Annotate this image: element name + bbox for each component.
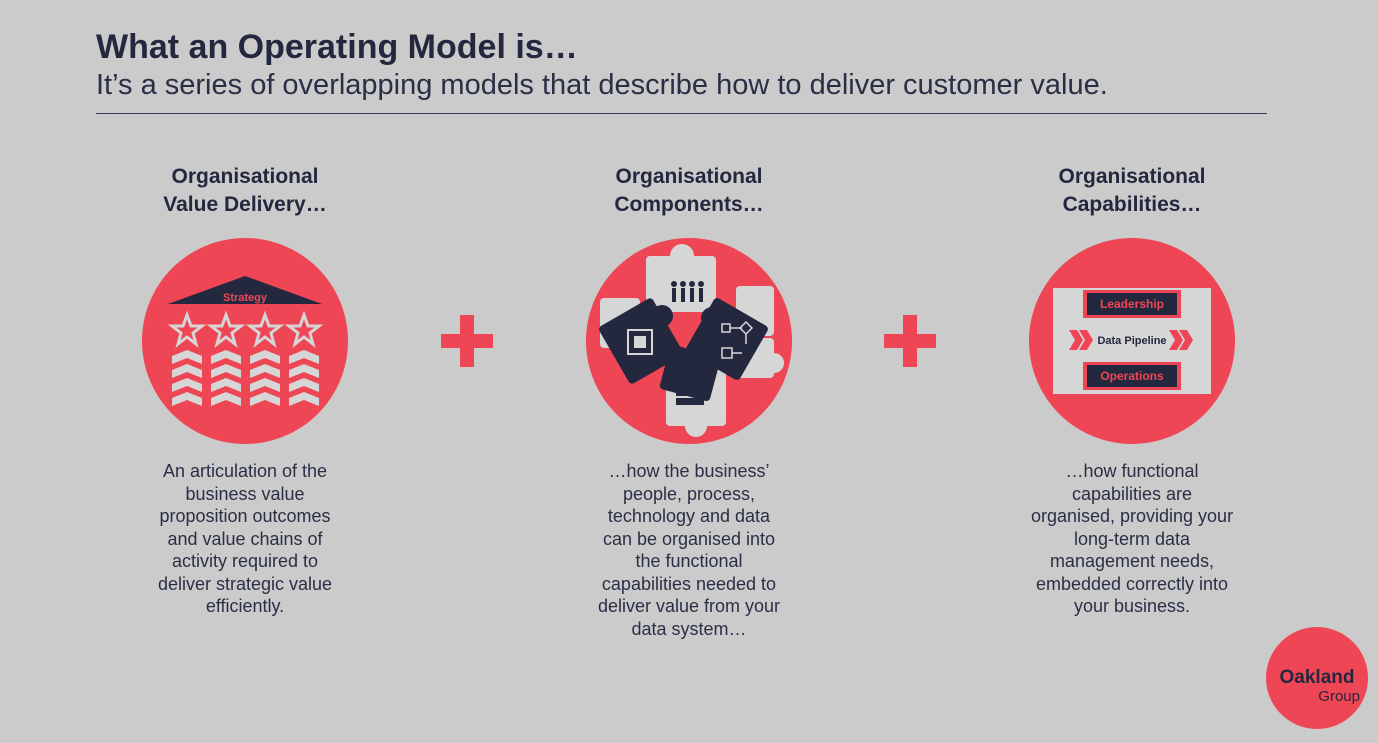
strategy-label: Strategy xyxy=(223,292,268,304)
value-delivery-heading: Organisational Value Delivery… xyxy=(163,165,327,216)
plus-icon xyxy=(884,315,936,367)
puzzle-pieces-icon xyxy=(586,238,792,444)
components-description: …how the business’ people, process, tech… xyxy=(597,461,781,639)
data-pipeline-box: Data Pipeline xyxy=(1097,335,1167,347)
leadership-box: Leadership xyxy=(1099,297,1165,311)
page-subtitle: It’s a series of overlapping models that… xyxy=(96,69,1108,101)
page-title: What an Operating Model is… xyxy=(96,28,578,66)
components-heading: Organisational Components… xyxy=(614,165,764,216)
title-divider xyxy=(96,113,1267,114)
logo-line-2: Group xyxy=(1318,688,1360,705)
capabilities-description: …how functional capabilities are organis… xyxy=(1030,461,1234,616)
plus-icon xyxy=(441,315,493,367)
capabilities-heading: Organisational Capabilities… xyxy=(1058,165,1206,216)
value-delivery-description: An articulation of the business value pr… xyxy=(157,461,333,616)
operations-box: Operations xyxy=(1100,369,1164,383)
logo-line-1: Oakland xyxy=(1279,667,1355,688)
oakland-group-logo: Oakland Group xyxy=(1266,627,1368,729)
capability-stack-icon: Leadership Data Pipeline Operations xyxy=(1029,238,1235,444)
strategy-house-icon: Strategy xyxy=(142,238,348,444)
